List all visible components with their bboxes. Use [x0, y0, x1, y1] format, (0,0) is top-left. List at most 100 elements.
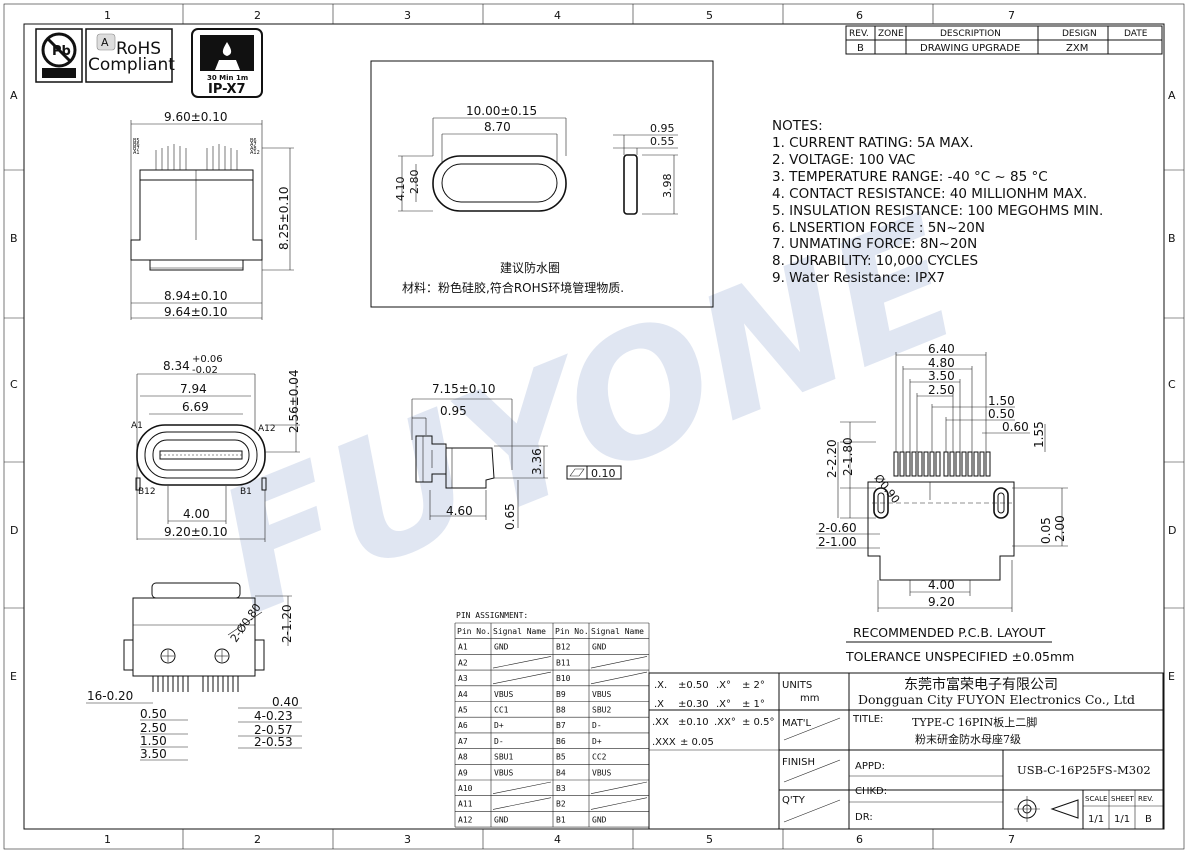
- note-4: 4. CONTACT RESISTANCE: 40 MILLIONHM MAX.: [772, 186, 1087, 202]
- rev-value: B: [1145, 814, 1152, 825]
- rev-header-date: DATE: [1124, 29, 1148, 39]
- units-value: mm: [800, 693, 819, 704]
- gasket-detail: 10.00±0.15 8.70 4.10 2.80 0.95 0.55 3.98…: [370, 60, 714, 308]
- lead-free-logo: Pb: [35, 28, 83, 83]
- rohs-badge: A: [101, 36, 109, 49]
- pin-table-cell: CC2: [592, 753, 607, 762]
- pin-table-cell: B5: [556, 753, 566, 762]
- note-1: 1. CURRENT RATING: 5A MAX.: [772, 135, 974, 151]
- tol-r2-c3: .X°: [716, 699, 731, 710]
- pin-table-cell: D+: [592, 737, 602, 746]
- row-label-d-right: D: [1168, 524, 1176, 537]
- svg-text:Pb: Pb: [52, 44, 71, 59]
- note-2: 2. VOLTAGE: 100 VAC: [772, 152, 915, 168]
- top-pin-label-r4: A12: [250, 150, 260, 156]
- col-label-3: 3: [404, 9, 411, 22]
- pin-table-cell: A2: [458, 658, 468, 667]
- pin-table-cell: B2: [556, 800, 566, 809]
- front-pin-b1: B1: [240, 487, 252, 497]
- ipx-caption: 30 Min 1m: [207, 74, 248, 82]
- bottom-dim-p5: 3.50: [140, 747, 167, 761]
- pcb-dim-d4: 2.50: [928, 383, 955, 397]
- pin-table-cell: CC1: [494, 706, 509, 715]
- gasket-caption-1: 建议防水圈: [500, 260, 560, 275]
- front-dim-w1-tol-dn: -0.02: [192, 365, 218, 376]
- notes-block: NOTES: 1. CURRENT RATING: 5A MAX. 2. VOL…: [772, 118, 1103, 286]
- row-label-b: B: [10, 232, 18, 245]
- pin-table-cell: A8: [458, 753, 468, 762]
- pin-table-cell: B10: [556, 674, 571, 683]
- pcb-dim-b1: 4.00: [928, 578, 955, 592]
- pin-table-cell: B12: [556, 643, 571, 652]
- tol-r3-c2: ±0.10: [678, 717, 709, 728]
- front-dim-w4: 4.00: [183, 507, 210, 521]
- sheet-label: SHEET: [1111, 795, 1135, 803]
- pin-table-empty-slash: [590, 781, 648, 794]
- pcb-title: RECOMMENDED P.C.B. LAYOUT: [853, 625, 1046, 640]
- pin-table-header: Pin No.: [457, 627, 491, 636]
- ipx-label: IP-X7: [208, 82, 246, 97]
- col-label-7: 7: [1008, 9, 1015, 22]
- pcb-dim-d2: 4.80: [928, 356, 955, 370]
- side-flatness: 0.10: [591, 467, 616, 480]
- tol-r2-c1: .X: [654, 699, 664, 710]
- front-view: 8.34 +0.06 -0.02 7.94 6.69 A1 A12 B12 B1…: [131, 354, 301, 542]
- pin-table-cell: A7: [458, 737, 468, 746]
- pcb-dim-l2: 2-1.00: [818, 535, 857, 549]
- units-label: UNITS: [782, 680, 812, 691]
- pin-table-cell: A10: [458, 784, 473, 793]
- pin-table-cell: A4: [458, 690, 468, 699]
- row-label-c-right: C: [1168, 378, 1176, 391]
- front-pin-a1: A1: [131, 421, 143, 431]
- row-label-c: C: [10, 378, 18, 391]
- matl-label: MAT'L: [782, 718, 812, 729]
- pin-table-empty-slash: [492, 656, 552, 669]
- bottom-dim-r3: 2-0.57: [254, 723, 293, 737]
- note-6: 6. LNSERTION FORCE : 5N~20N: [772, 220, 985, 236]
- sheet-value: 1/1: [1114, 814, 1130, 825]
- notes-title: NOTES:: [772, 118, 823, 134]
- col-label-2-bottom: 2: [254, 833, 261, 846]
- gasket-dim-t1: 0.95: [650, 122, 675, 135]
- gasket-dim-h-outer: 4.10: [394, 177, 407, 202]
- scale-label: SCALE: [1085, 795, 1107, 803]
- pin-table-cell: A1: [458, 643, 468, 652]
- pcb-dim-l1: 2-0.60: [818, 521, 857, 535]
- part-number: USB-C-16P25FS-M302: [1017, 763, 1151, 777]
- front-dim-w1-tol-up: +0.06: [192, 354, 223, 365]
- pin-table-empty-slash: [590, 656, 648, 669]
- tol-r1-c4: ± 2°: [742, 680, 765, 691]
- ipx7-logo: 30 Min 1m IP-X7: [191, 28, 263, 98]
- side-view: 7.15±0.10 0.95 3.36 0.10 4.60 0.65: [411, 382, 622, 530]
- front-dim-w3: 6.69: [182, 400, 209, 414]
- front-pin-b12: B12: [138, 487, 156, 497]
- row-label-a-right: A: [1168, 89, 1176, 102]
- pin-table-cell: SBU2: [592, 706, 611, 715]
- top-dim-bottom-1: 8.94±0.10: [164, 289, 228, 303]
- pin-table-cell: D+: [494, 721, 504, 730]
- tol-r1-c2: ±0.50: [678, 680, 709, 691]
- note-5: 5. INSULATION RESISTANCE: 100 MEGOHMS MI…: [772, 203, 1103, 219]
- top-pin-label-l3: B7: [133, 146, 140, 152]
- revision-block: REV. ZONE DESCRIPTION DESIGN DATE B DRAW…: [845, 25, 1163, 55]
- front-pin-a12: A12: [258, 424, 276, 434]
- col-label-1-bottom: 1: [104, 833, 111, 846]
- bottom-dim-p3: 2.50: [140, 721, 167, 735]
- gasket-dim-side: 3.98: [661, 174, 674, 199]
- tol-r3-c4: ± 0.5°: [742, 717, 774, 728]
- pin-table-cell: GND: [592, 643, 607, 652]
- col-label-5-bottom: 5: [706, 833, 713, 846]
- pcb-tolerance: TOLERANCE UNSPECIFIED ±0.05mm: [845, 649, 1074, 664]
- scale-value: 1/1: [1088, 814, 1104, 825]
- pin-table-cell: GND: [592, 815, 607, 824]
- pin-table-cell: B6: [556, 737, 566, 746]
- pin-table-header: Signal Name: [493, 627, 546, 636]
- rohs-subtitle: Compliant: [88, 55, 175, 75]
- rohs-logo: A RoHS Compliant: [85, 28, 175, 83]
- col-label-5: 5: [706, 9, 713, 22]
- pcb-dim-d8: 1.55: [1032, 421, 1046, 448]
- pin-table-empty-slash: [590, 797, 648, 810]
- rev-header-rev: REV.: [849, 29, 869, 39]
